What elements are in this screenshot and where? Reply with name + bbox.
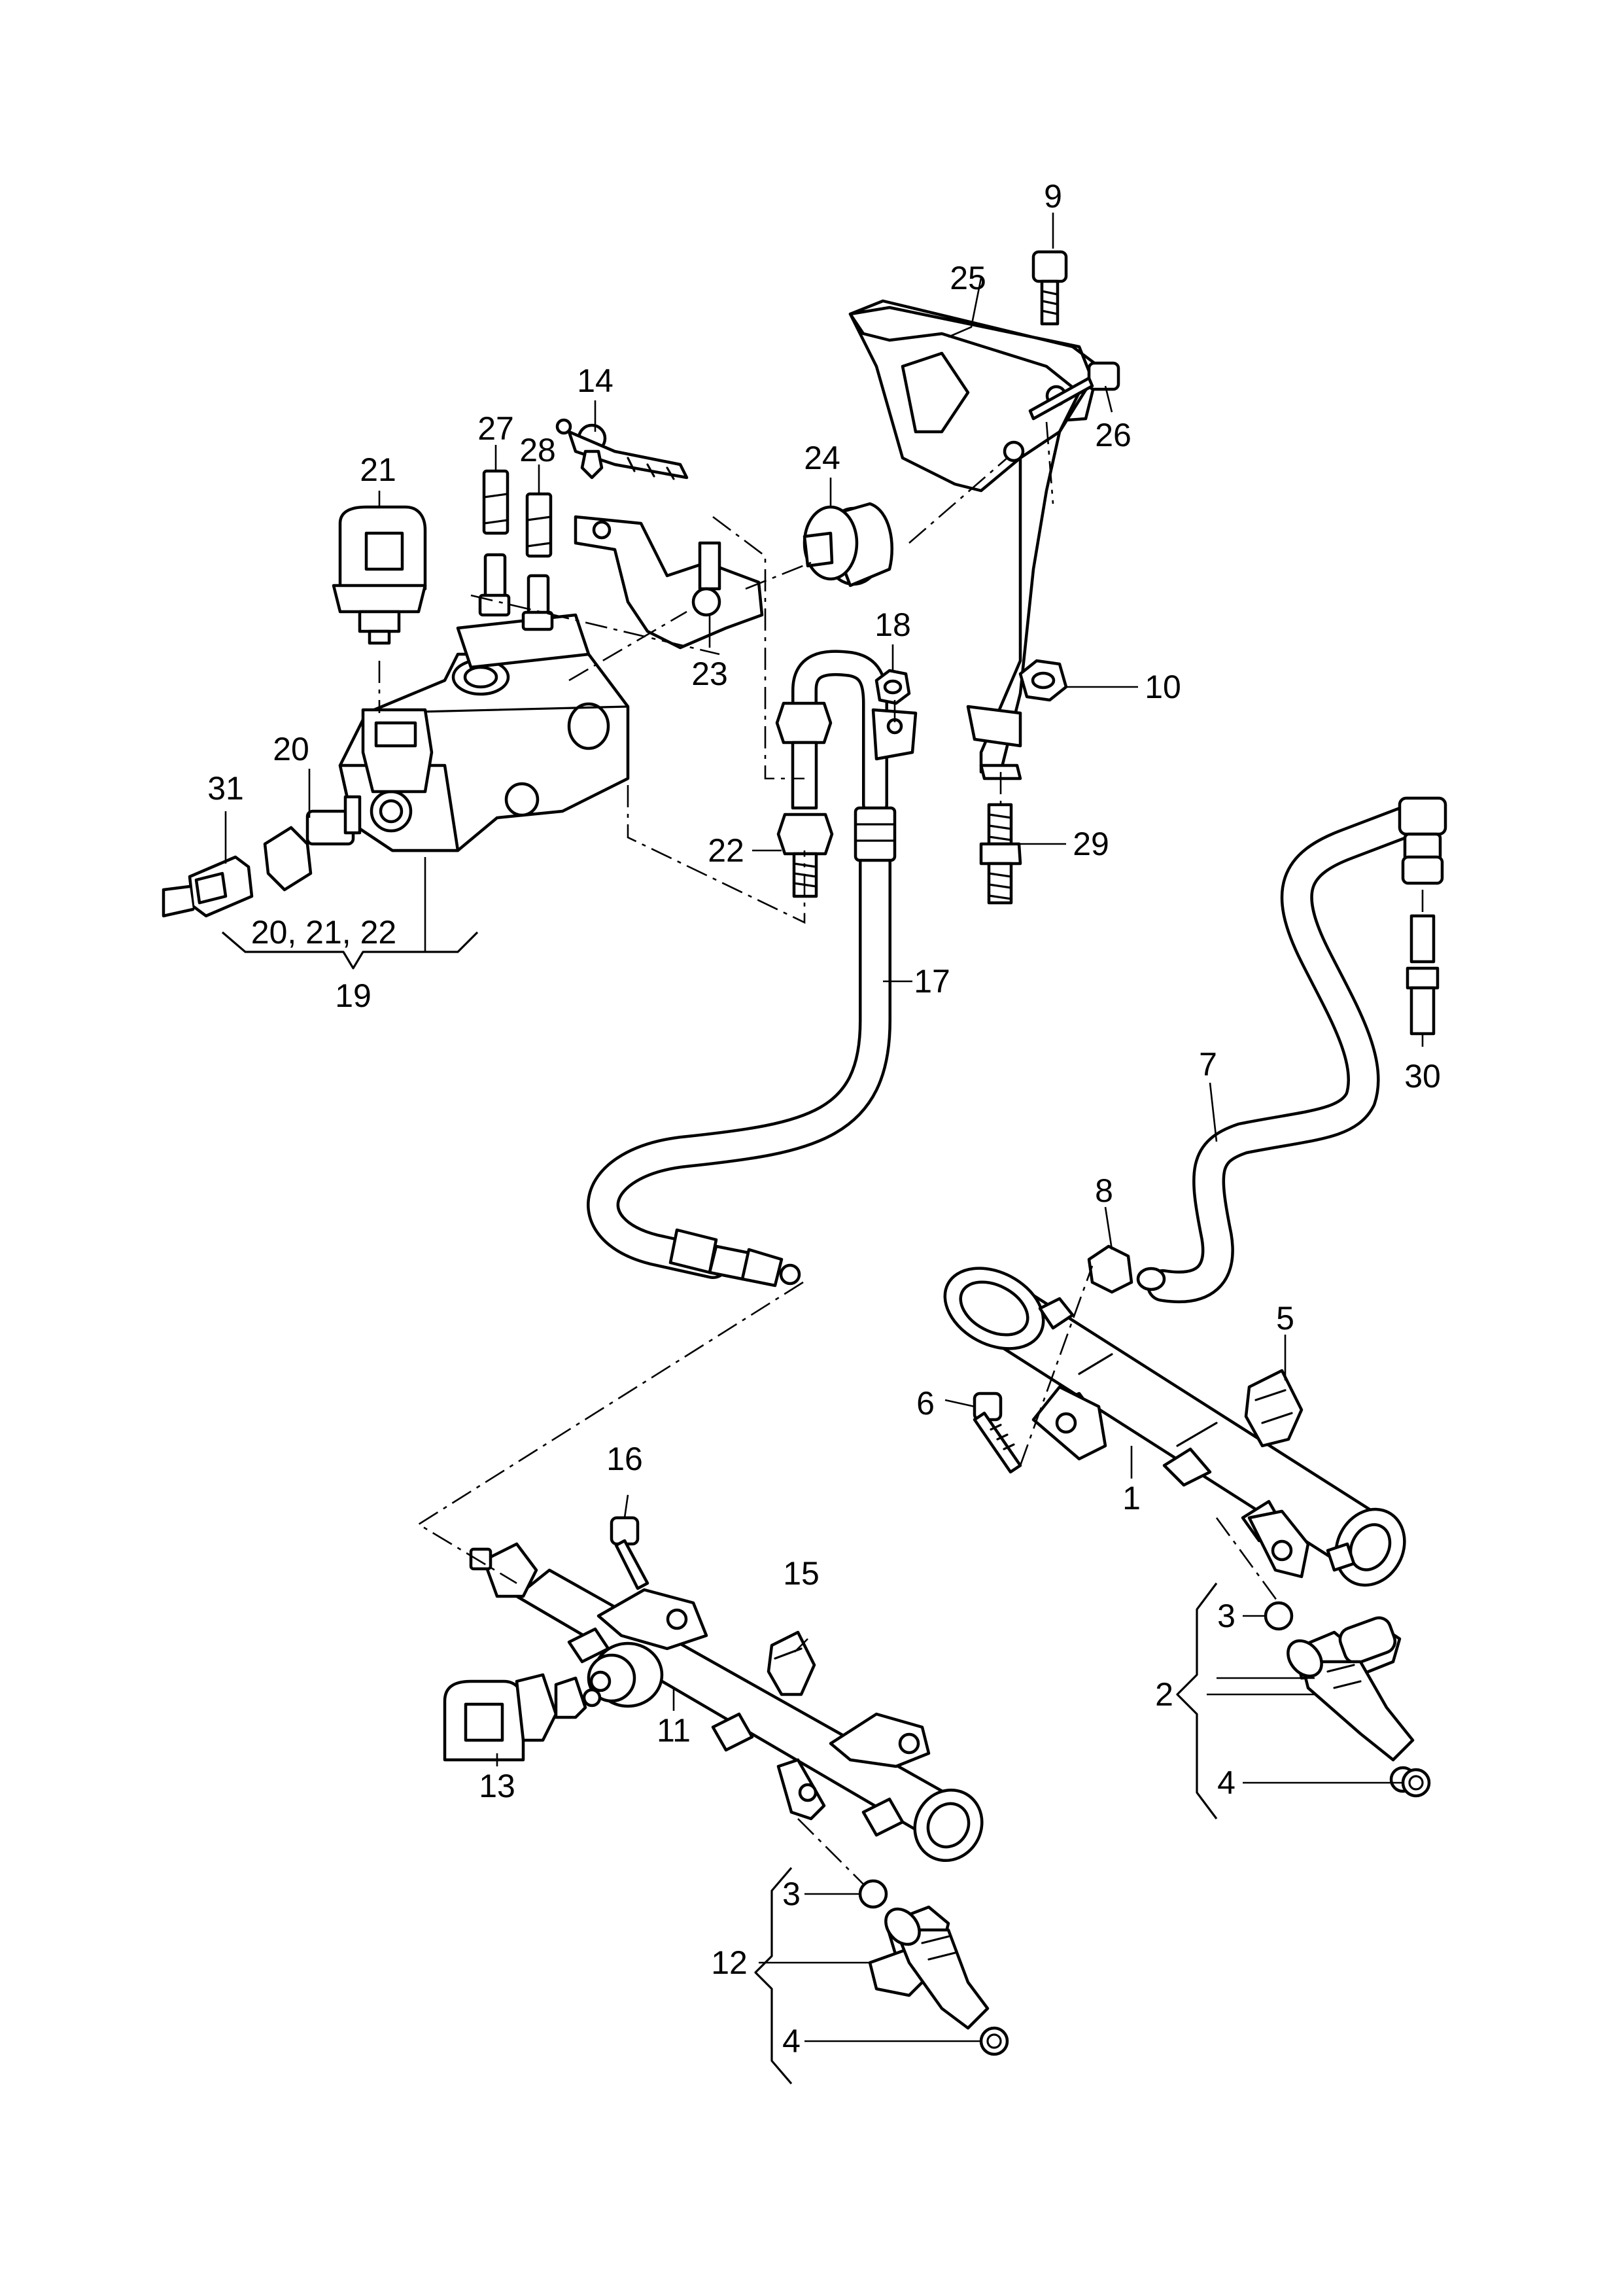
high-pressure-line-17 [587,811,891,1279]
line-elbow-upper [791,650,888,818]
callout-4-right: 4 [1217,1764,1235,1801]
injector-2 [1287,1616,1417,1793]
callout-11: 11 [657,1712,691,1749]
bracket-23 [574,515,764,650]
fitting-20 [263,795,362,892]
stud-29 [979,803,1022,905]
bolt-26 [1028,361,1120,421]
bracket-rail1-lower [1247,1509,1310,1579]
callout-3-lower: 3 [782,1876,801,1912]
clip-8 [1087,1244,1166,1294]
sensor-fitting-11 [469,1542,538,1598]
hose-fitting-upper [854,806,897,862]
fitting-22 [775,701,834,898]
callout-23: 23 [691,656,728,692]
fuel-line-7 [1147,803,1429,1304]
nut-10 [1018,659,1068,702]
callout-29: 29 [1073,826,1109,862]
callout-22: 22 [708,832,744,869]
callout-31: 31 [207,770,244,807]
callout-9: 9 [1044,178,1062,215]
callout-17: 17 [914,963,950,1000]
callout-19: 19 [335,977,371,1014]
pump-fittings-27-28 [478,553,554,631]
callout-24: 24 [804,440,840,476]
fuel-rail-1 [943,1267,1406,1587]
clip-5 [1244,1369,1304,1448]
seal-4-right [1401,1768,1431,1798]
pressure-sensor-21 [332,505,427,645]
callout-labels: 1 2 3 4 5 6 7 8 9 10 11 12 3 4 13 14 15 … [207,178,1441,2059]
nut-18 [871,669,918,761]
pressure-sensor-13 [443,1673,602,1762]
callout-30: 30 [1404,1058,1441,1095]
bolt-6 [973,1392,1022,1474]
seal-4-lower [979,2026,1009,2056]
callout-8: 8 [1095,1172,1113,1209]
injector-12 [868,1905,990,2030]
leader-lines [224,213,1424,2042]
callout-13: 13 [479,1768,515,1804]
callout-16: 16 [606,1441,643,1477]
bolt-16 [610,1516,649,1590]
callout-4-lower: 4 [782,2023,801,2059]
callout-18: 18 [874,606,911,643]
callout-1: 1 [1122,1480,1141,1516]
callout-26: 26 [1095,417,1132,453]
callout-14: 14 [577,362,613,399]
pump-connector [361,708,434,794]
callout-5: 5 [1276,1300,1294,1337]
hose-fitting-lower [668,1228,801,1288]
seal-3-lower [858,1879,888,1909]
callout-27: 27 [477,410,514,447]
bracket-rail11-b [829,1712,931,1768]
callout-10: 10 [1145,669,1181,705]
rail11-boss [587,1641,664,1708]
callout-25: 25 [950,260,986,296]
clip-14 [555,418,689,480]
bracket-rail11-c [776,1758,826,1821]
group-brace-12 [754,1866,793,2085]
assembly-lines [378,421,1424,1885]
callout-3-right: 3 [1217,1598,1235,1634]
group-brace-2 [1176,1583,1315,1819]
callout-7: 7 [1199,1046,1217,1083]
line-nut-31 [162,855,254,918]
bracket-rail11-a [596,1588,708,1651]
callout-28: 28 [519,432,556,468]
seal-3-right [1264,1601,1294,1631]
damper-24 [803,502,893,587]
callout-20: 20 [273,731,309,767]
fitting-27 [482,469,510,535]
clip-15 [767,1630,816,1696]
fuel-rail-11 [515,1568,984,1863]
bracket-rail1 [1031,1385,1107,1461]
callout-2: 2 [1155,1676,1173,1713]
callout-12: 12 [711,1944,748,1981]
callout-20-21-22: 20, 21, 22 [251,914,396,951]
fitting-28 [525,492,553,558]
callout-15: 15 [783,1555,820,1592]
connector-30 [1398,796,1447,1036]
callout-21: 21 [360,451,396,488]
group-bracket-19 [221,931,479,970]
bolt-9 [1031,250,1068,326]
callout-6: 6 [916,1385,935,1422]
